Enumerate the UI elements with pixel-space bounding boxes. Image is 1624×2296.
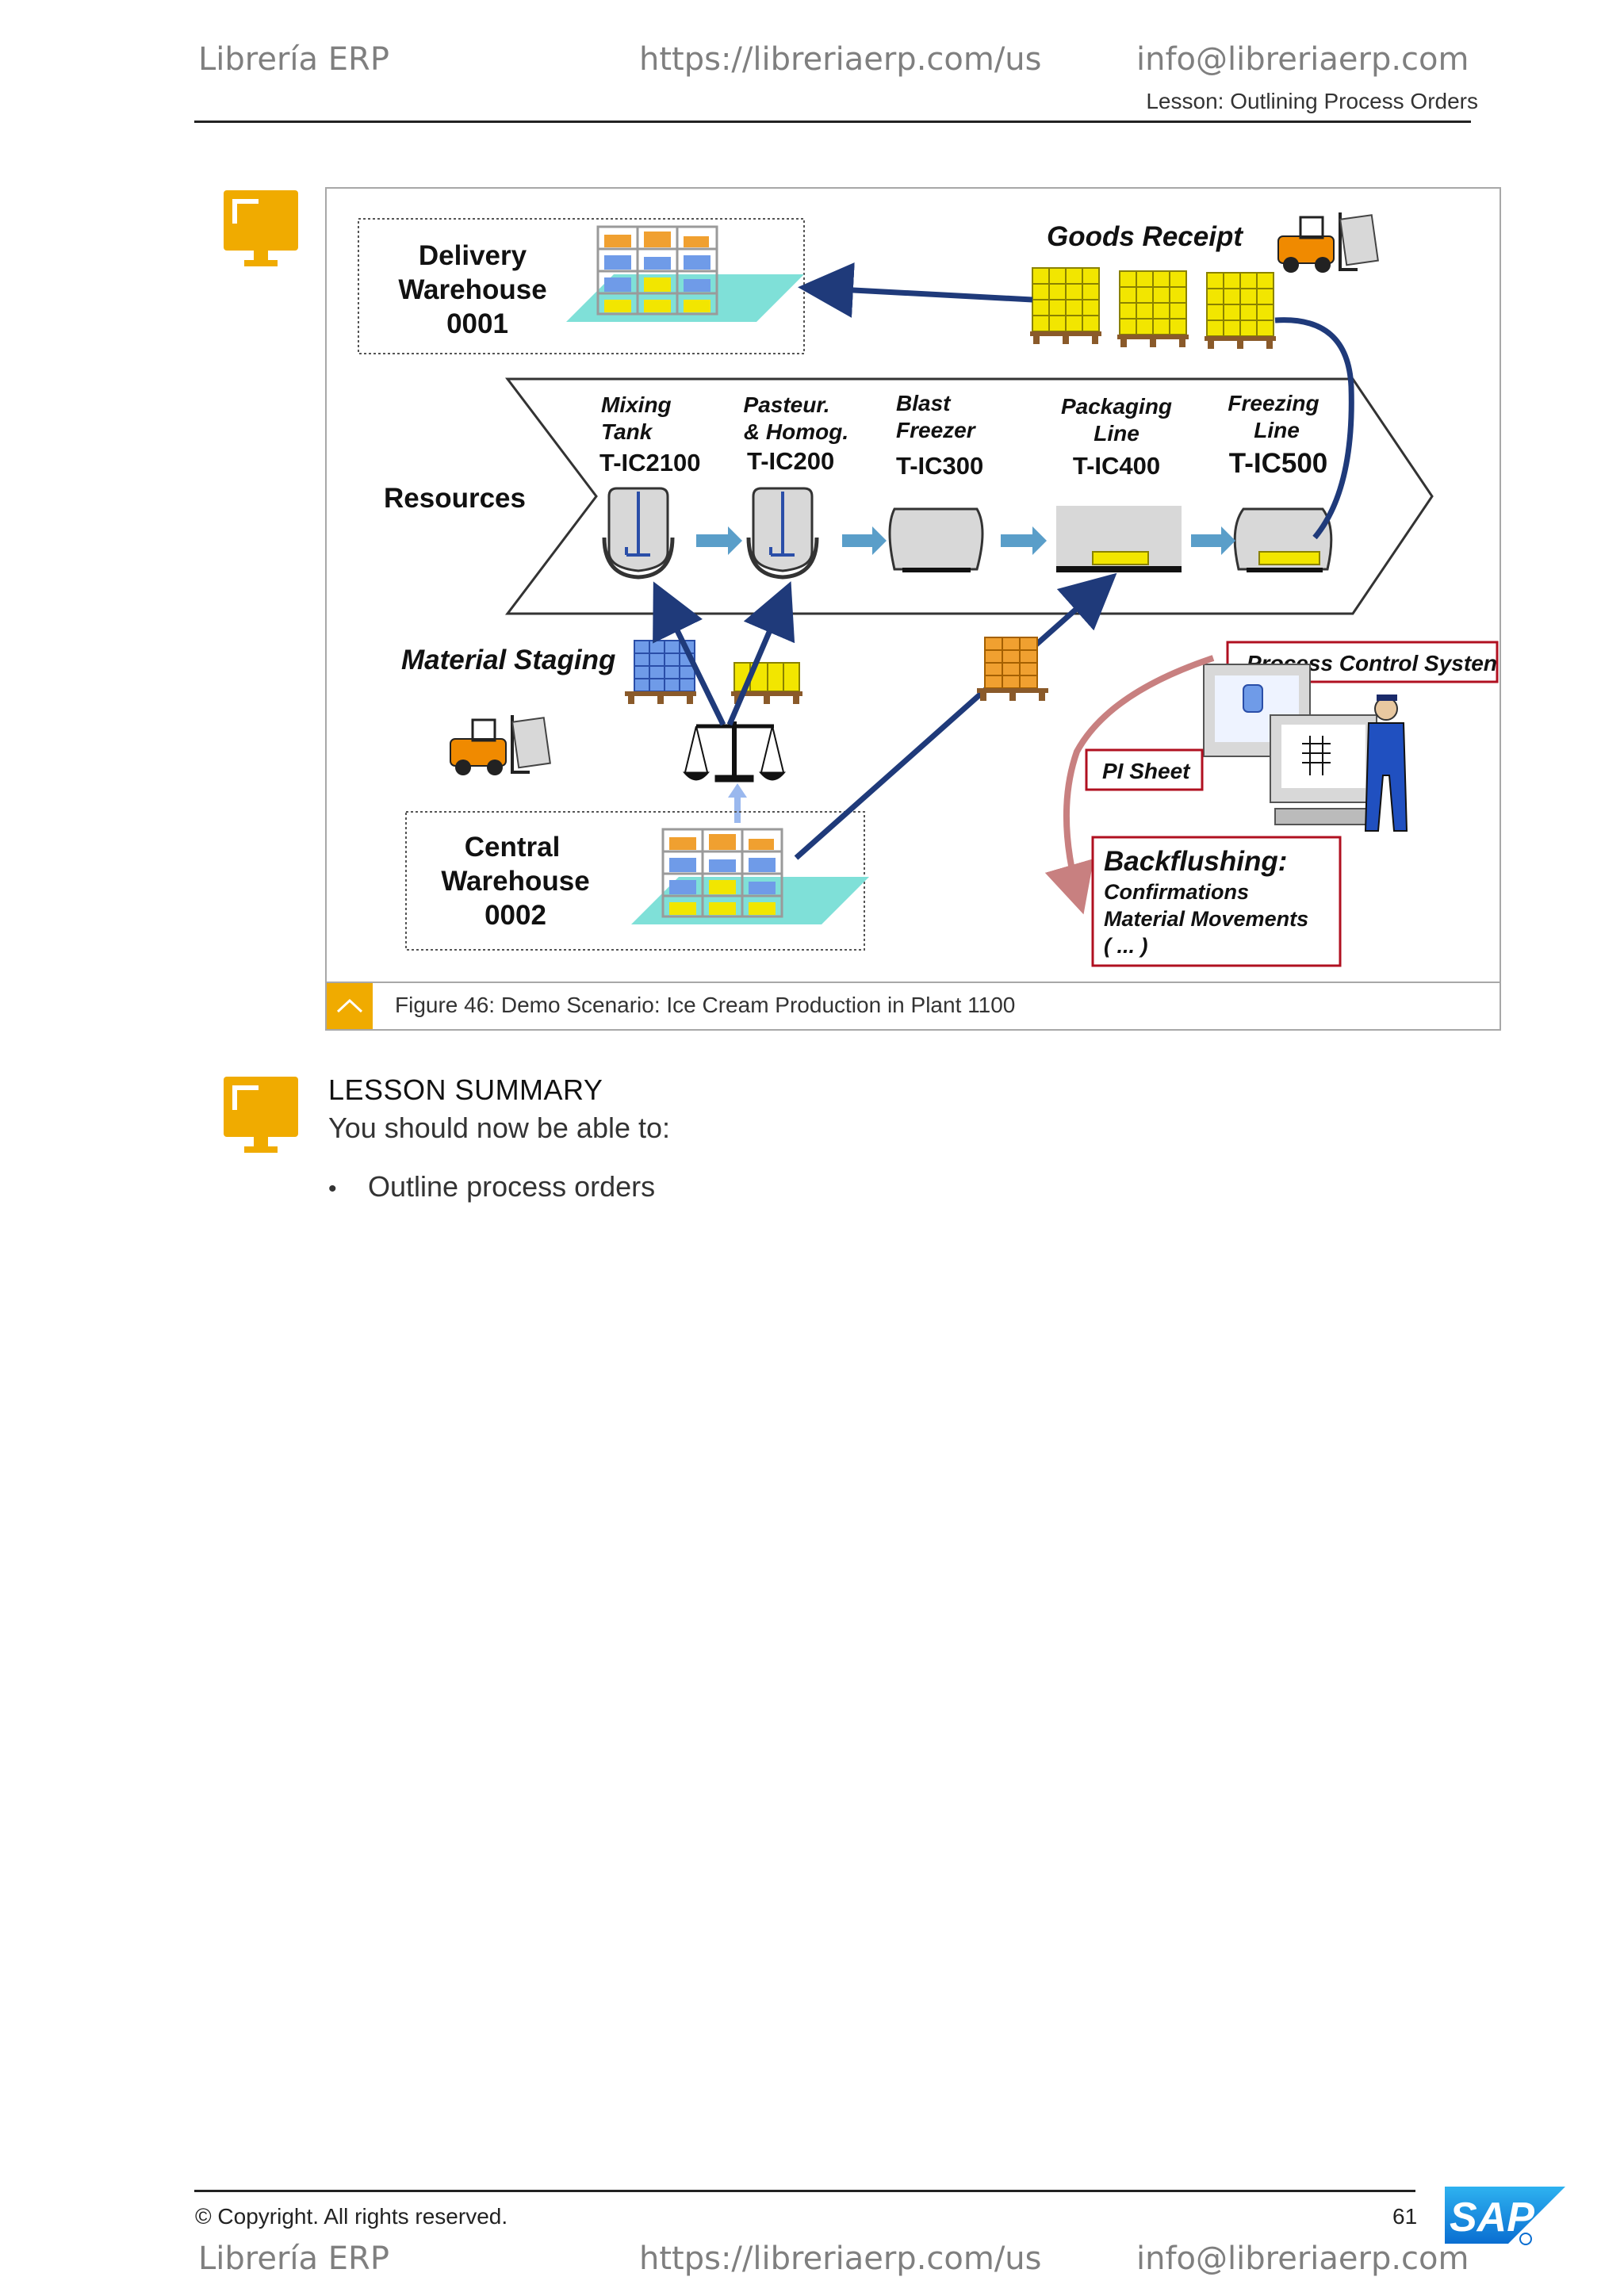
footer-brand: Librería ERP: [198, 2241, 389, 2277]
bullet: •: [328, 1176, 337, 1202]
central-warehouse-line2: Warehouse: [441, 866, 589, 897]
freezing-to-goods-receipt-line: [1274, 317, 1354, 540]
footer-email[interactable]: info@libreriaerp.com: [1136, 2241, 1469, 2277]
sap-logo: SAP: [1445, 2187, 1565, 2245]
material-staging-label: Material Staging: [401, 645, 615, 675]
pasteur-tank-shape: [749, 488, 817, 577]
figure-caption: Figure 46: Demo Scenario: Ice Cream Prod…: [395, 993, 1016, 1017]
operator-icon: [1364, 695, 1408, 832]
resource-4-name-1: Packaging: [1061, 394, 1172, 419]
process-control-callout: [1226, 641, 1499, 683]
pi-sheet-to-backflush-curve: [1044, 655, 1215, 915]
collapse-figure-button[interactable]: [327, 983, 373, 1029]
backflushing-line1: Confirmations: [1104, 880, 1249, 904]
central-warehouse-line1: Central: [465, 832, 561, 863]
chevron-up-icon: [336, 998, 363, 1013]
footer-url[interactable]: https://libreriaerp.com/us: [639, 2241, 1042, 2277]
goods-receipt-forklift: [1277, 211, 1380, 274]
resource-5-code: T-IC500: [1229, 448, 1328, 479]
summary-item-text: Outline process orders: [368, 1170, 656, 1203]
backflushing-title: Backflushing:: [1104, 846, 1287, 877]
resource-3-name-1: Blast: [896, 391, 952, 415]
delivery-warehouse-line1: Delivery: [419, 240, 527, 271]
footer-divider: [194, 2190, 1415, 2192]
copyright: © Copyright. All rights reserved.: [195, 2204, 508, 2229]
monitor-icon: [224, 190, 298, 266]
freezing-line-shape: [1233, 507, 1333, 572]
staging-forklift: [449, 714, 552, 777]
resource-2-name-1: Pasteur.: [744, 392, 830, 417]
central-warehouse-box: [405, 811, 865, 951]
staging-orange-pallet: [977, 637, 1048, 701]
page-number: 61: [1392, 2204, 1418, 2229]
resource-5-name-1: Freezing: [1228, 391, 1319, 415]
delivery-warehouse-line3: 0001: [446, 308, 508, 339]
pi-sheet-callout: [1085, 748, 1204, 791]
packaging-line-shape: [1056, 506, 1182, 572]
resource-5-name-2: Line: [1254, 418, 1300, 442]
summary-list-item: • Outline process orders: [328, 1170, 655, 1203]
sap-logo-text: SAP: [1450, 2195, 1534, 2241]
header-url[interactable]: https://libreriaerp.com/us: [639, 41, 1042, 78]
resource-3-name-2: Freezer: [896, 418, 977, 442]
scale-icon: [682, 721, 787, 783]
resource-2-code: T-IC200: [747, 447, 834, 475]
mixing-tank-shape: [604, 488, 672, 577]
figure-caption-bar: Figure 46: Demo Scenario: Ice Cream Prod…: [327, 982, 1500, 1029]
goods-receipt-label: Goods Receipt: [1047, 221, 1243, 252]
arrow-to-pasteur-tank: [726, 581, 795, 726]
resource-1-name-2: Tank: [601, 419, 653, 444]
figure-frame: Delivery Warehouse 0001 Goods Receipt: [325, 187, 1501, 1031]
header-divider: [194, 121, 1471, 123]
pi-sheet-label: PI Sheet: [1102, 759, 1191, 783]
central-rack: [630, 828, 871, 926]
summary-title: LESSON SUMMARY: [328, 1073, 603, 1106]
resource-3-code: T-IC300: [896, 452, 983, 480]
goods-receipt-pallets: [1030, 267, 1276, 349]
backflushing-line2: Material Movements: [1104, 907, 1308, 931]
delivery-warehouse-line2: Warehouse: [398, 274, 546, 305]
resource-2-name-2: & Homog.: [744, 419, 848, 444]
summary-intro: You should now be able to:: [328, 1112, 671, 1144]
header-brand: Librería ERP: [198, 41, 389, 78]
delivery-rack: [565, 225, 806, 323]
resource-1-name-1: Mixing: [601, 392, 672, 417]
arrow-to-mixing-tank: [653, 581, 726, 726]
demo-scenario-diagram: Delivery Warehouse 0001 Goods Receipt: [358, 211, 1499, 967]
backflushing-line3: ( ... ): [1104, 934, 1148, 958]
central-warehouse-line3: 0002: [485, 900, 546, 931]
summary-monitor-icon: [224, 1077, 298, 1153]
computer-icon: [1203, 664, 1377, 825]
process-step-arrows: [696, 526, 1235, 555]
resource-4-code: T-IC400: [1073, 452, 1160, 480]
lesson-title: Lesson: Outlining Process Orders: [1146, 89, 1478, 113]
arrow-to-delivery: [798, 262, 1033, 318]
resource-4-name-2: Line: [1094, 421, 1139, 446]
resource-1-code: T-IC2100: [599, 449, 701, 476]
header-email[interactable]: info@libreriaerp.com: [1136, 41, 1469, 78]
resources-label: Resources: [384, 483, 526, 514]
backflushing-callout: [1091, 836, 1342, 967]
blast-freezer-shape: [888, 507, 984, 572]
arrow-to-packaging: [794, 572, 1117, 860]
